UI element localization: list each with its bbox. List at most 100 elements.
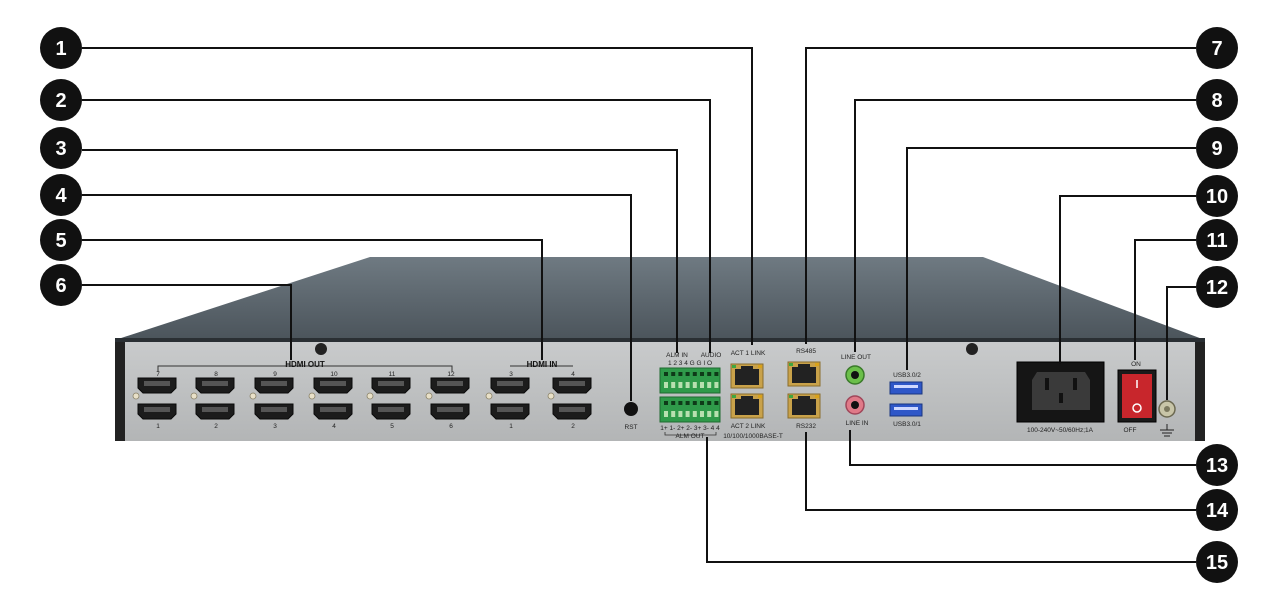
hdmi-out-port-number: 11: [389, 371, 396, 378]
callout-circle: [1196, 489, 1238, 531]
terminal-slot: [700, 382, 704, 388]
hdmi-in-port[interactable]: [490, 403, 530, 420]
callout-marker-8: 8: [1196, 79, 1238, 121]
hdmi-out-port[interactable]: [137, 377, 177, 394]
alm-in-pins-label: 1 2 3 4 G G I O: [668, 360, 712, 367]
terminal-slot: [685, 382, 690, 388]
callout-marker-13: 13: [1196, 444, 1238, 486]
power-switch-group: ON OFF: [1117, 361, 1157, 434]
leader-line-4: [82, 194, 632, 401]
off-label: OFF: [1124, 427, 1137, 434]
callout-circle: [1196, 219, 1238, 261]
callout-marker-1: 1: [40, 27, 82, 69]
hdmi-out-port[interactable]: [195, 377, 235, 394]
hdmi-out-port-number: 7: [156, 371, 160, 378]
hdmi-out-port[interactable]: [371, 403, 411, 420]
ethernet-speed-label: 10/100/1000BASE-T: [723, 433, 783, 440]
terminal-screw: [671, 401, 676, 405]
leader-line-13: [849, 430, 1196, 466]
hdmi-in-port[interactable]: [552, 377, 592, 394]
terminal-slot: [714, 382, 719, 388]
hdmi-out-port-number: 4: [332, 423, 336, 430]
terminal-slot: [678, 382, 683, 388]
hdmi-in-label: HDMI IN: [527, 360, 558, 369]
callout-marker-4: 4: [40, 174, 82, 216]
callout-number: 6: [55, 275, 66, 297]
callout-circle: [40, 27, 82, 69]
alarm-out-terminal-block[interactable]: [659, 396, 721, 423]
callout-marker-12: 12: [1196, 266, 1238, 308]
terminal-slot: [664, 411, 668, 417]
hdmi-out-port[interactable]: [430, 377, 470, 394]
callout-number: 3: [55, 138, 66, 160]
leader-line-12: [1166, 286, 1196, 400]
callout-marker-11: 11: [1196, 219, 1238, 261]
terminal-screw: [714, 372, 719, 376]
callout-circle: [40, 127, 82, 169]
rs232-port[interactable]: [787, 393, 821, 419]
terminal-screw: [671, 372, 676, 376]
callout-marker-15: 15: [1196, 541, 1238, 583]
power-rating-label: 100-240V~50/60Hz;1A: [1027, 427, 1094, 434]
hdmi-out-port[interactable]: [254, 377, 294, 394]
callout-circle: [40, 79, 82, 121]
hdmi-in-port[interactable]: [490, 377, 530, 394]
callout-circle: [1196, 79, 1238, 121]
terminal-screw: [707, 401, 712, 405]
callout-number: 2: [55, 90, 66, 112]
hdmi-out-port[interactable]: [313, 377, 353, 394]
hdmi-out-port[interactable]: [371, 377, 411, 394]
leader-line-11: [1134, 239, 1196, 360]
callout-number: 5: [55, 230, 66, 252]
hdmi-screw-icon: [132, 392, 140, 400]
leader-line-1: [82, 47, 753, 345]
ethernet-port-1[interactable]: [730, 363, 764, 389]
hdmi-screw-icon: [485, 392, 493, 400]
callout-number: 1: [55, 38, 66, 60]
usb-group: USB3.0/2 USB3.0/1: [889, 372, 923, 428]
reset-button[interactable]: [624, 402, 638, 416]
callout-circle: [40, 264, 82, 306]
device-right-flange: [1195, 340, 1205, 441]
callout-marker-7: 7: [1196, 27, 1238, 69]
callout-number: 11: [1206, 230, 1227, 252]
hdmi-out-port-number: 3: [273, 423, 277, 430]
callout-circle: [1196, 175, 1238, 217]
leader-line-7: [805, 47, 1196, 344]
alm-out-label: ALM OUT: [676, 433, 705, 440]
terminal-slot: [671, 411, 676, 417]
hdmi-in-port[interactable]: [552, 403, 592, 420]
act2-link-label: ACT 2 LINK: [731, 423, 766, 430]
alarm-audio-terminals: ALM IN AUDIO 1 2 3 4 G G I O 1+ 1- 2+ 2-…: [659, 352, 721, 440]
hdmi-out-port[interactable]: [137, 403, 177, 420]
terminal-screw: [664, 401, 668, 405]
terminal-screw: [664, 372, 668, 376]
hdmi-out-port-number: 6: [449, 423, 453, 430]
alarm-in-terminal-block[interactable]: [659, 367, 721, 394]
rs232-label: RS232: [796, 423, 816, 430]
ethernet-port-2[interactable]: [730, 393, 764, 419]
callout-number: 15: [1206, 552, 1228, 574]
line-in-label: LINE IN: [846, 420, 869, 427]
hdmi-out-port[interactable]: [254, 403, 294, 420]
leader-line-3: [82, 149, 678, 353]
ground-symbol-icon: [1160, 424, 1174, 437]
rs485-port[interactable]: [787, 361, 821, 387]
terminal-slot: [700, 411, 704, 417]
hdmi-out-port[interactable]: [195, 403, 235, 420]
callout-circle: [40, 174, 82, 216]
terminal-slot: [707, 382, 712, 388]
terminal-slot: [714, 411, 719, 417]
leader-line-8: [854, 99, 1196, 352]
hdmi-out-port[interactable]: [313, 403, 353, 420]
callout-circle: [1196, 444, 1238, 486]
terminal-screw: [685, 372, 690, 376]
leader-line-9: [906, 147, 1196, 370]
hdmi-out-port[interactable]: [430, 403, 470, 420]
callout-marker-3: 3: [40, 127, 82, 169]
hdmi-out-port-number: 2: [214, 423, 218, 430]
leader-line-10: [1059, 195, 1196, 364]
leader-line-6: [82, 284, 292, 360]
audio-jacks-group: LINE OUT LINE IN: [841, 354, 871, 427]
